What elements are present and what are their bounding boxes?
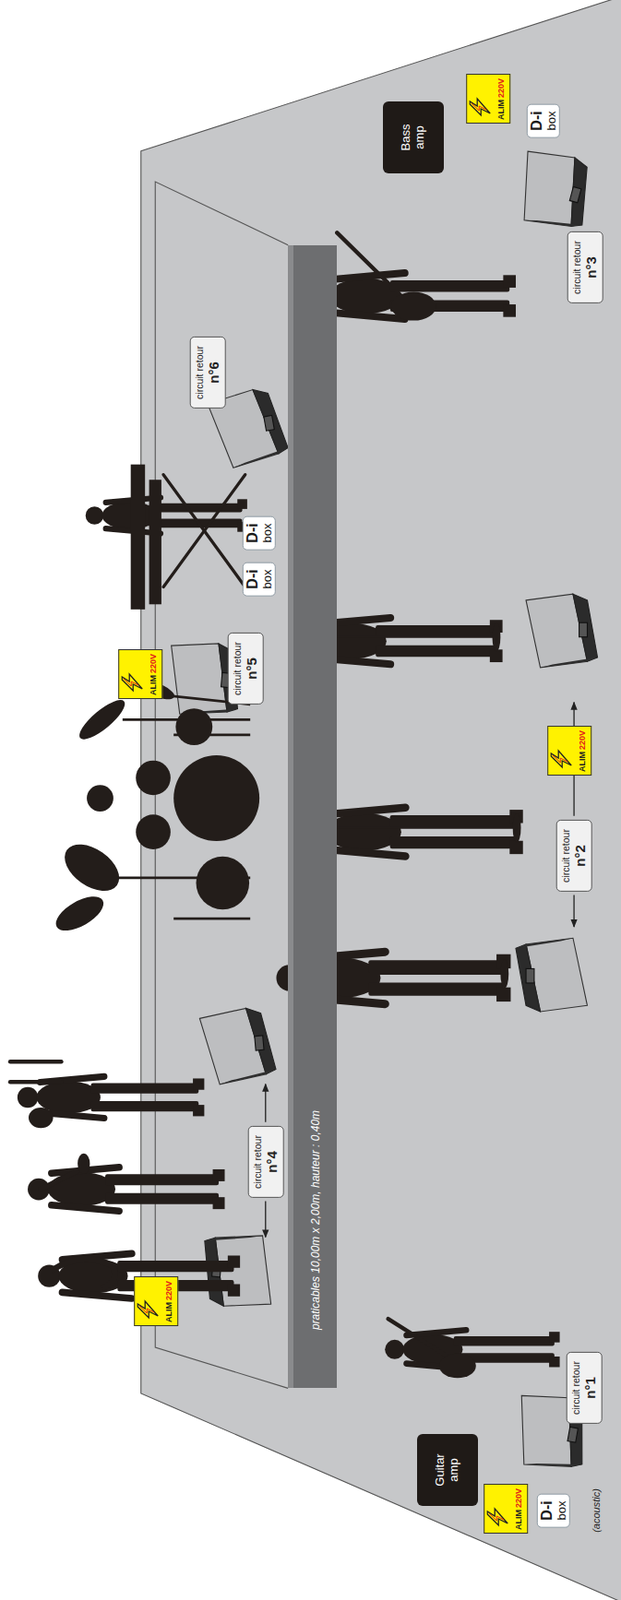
monitor-circuit-label: circuit retourn°5 [226, 632, 263, 705]
note-label: (acoustic) [590, 1489, 602, 1534]
amplifier-box: Bass amp [382, 101, 444, 174]
lightning-icon [120, 668, 144, 696]
leader-arrow [573, 895, 574, 928]
mic-stand-base [492, 622, 502, 652]
stage-drawing [10, 0, 621, 1600]
box-label: 220V [513, 1489, 524, 1509]
monitor-circuit-label: circuit retourn°2 [556, 820, 593, 893]
trumpet-bell [77, 1154, 90, 1175]
drum-kit [50, 675, 260, 939]
circuit-label: circuit retour [230, 642, 243, 696]
leader-arrow [264, 1202, 266, 1239]
mic-stand [307, 827, 519, 830]
box-label: D-i [245, 523, 262, 543]
monitor-circuit-label: circuit retourn°4 [247, 1126, 284, 1199]
power-outlet-box: ALIM220V [134, 1277, 180, 1327]
wedge-monitor [165, 640, 243, 720]
circuit-label: circuit retour [571, 240, 584, 295]
box-label: ALIM [165, 1302, 175, 1324]
box-label: 220V [165, 1281, 175, 1302]
trombone-slide [10, 1060, 61, 1064]
lightning-icon [468, 92, 491, 120]
box-label: D-i [539, 1502, 556, 1522]
box-label: Bass amp [399, 124, 428, 152]
box-label: ALIM [513, 1510, 524, 1531]
circuit-number: n°5 [242, 642, 260, 696]
box-label: box [555, 1502, 569, 1522]
power-outlet-box: ALIM220V [547, 726, 592, 777]
box-label: 220V [577, 730, 587, 751]
guitar-body [439, 1354, 477, 1380]
box-label: ALIM [496, 99, 506, 120]
keyboard [131, 465, 145, 610]
mic-stand-base [513, 813, 522, 843]
power-outlet-box: ALIM220V [118, 649, 163, 700]
wedge-monitor [525, 594, 598, 669]
di-box: D-ibox [526, 103, 561, 138]
circuit-label: circuit retour [192, 346, 205, 400]
circuit-number: n°4 [262, 1135, 280, 1190]
leader-arrow [264, 1085, 266, 1123]
circuit-number: n°6 [204, 346, 222, 400]
monitor-circuit-label: circuit retourn°1 [566, 1353, 603, 1426]
wedge-monitor [515, 938, 587, 1013]
outlet-text-row: ALIM220V [143, 654, 160, 696]
keyboard-stand [163, 475, 246, 588]
box-label: Guitar amp [433, 1454, 462, 1487]
bass-neck [336, 232, 404, 299]
guitar-neck [388, 1319, 450, 1359]
circuit-label: circuit retour [570, 1362, 583, 1417]
circuit-number: n°3 [583, 240, 600, 295]
stage-floor [141, 0, 621, 1600]
riser-band: praticables 10,00m x 2,00m, hauteur : 0,… [287, 245, 337, 1390]
mic-stand-base [500, 959, 509, 989]
box-label: box [261, 523, 275, 543]
outlet-text-row: ALIM220V [490, 78, 508, 120]
monitor-circuit-label: circuit retourn°6 [189, 336, 226, 409]
trombone-bell [28, 1108, 54, 1129]
power-outlet-box: ALIM220V [465, 73, 511, 124]
wedge-monitor [199, 1006, 277, 1087]
box-label: D-i [245, 569, 262, 589]
box-label: box [261, 569, 275, 589]
lightning-icon [549, 744, 573, 773]
box-label: box [544, 110, 558, 131]
back-line [155, 181, 288, 1389]
box-label: ALIM [148, 675, 158, 696]
box-label: 220V [496, 78, 506, 98]
di-box: D-ibox [242, 561, 276, 597]
box-label: ALIM [577, 752, 587, 773]
outlet-text-row: ALIM220V [572, 730, 589, 773]
keyboard-stand [163, 475, 246, 588]
trumpet [40, 1169, 82, 1190]
amplifier-box: Guitar amp [417, 1434, 478, 1507]
circuit-number: n°1 [581, 1362, 598, 1417]
circuit-label: circuit retour [560, 829, 573, 884]
musician-silhouette [27, 1168, 225, 1212]
wedge-monitor [510, 145, 598, 236]
trombone-slide [10, 1080, 61, 1085]
keyboard [149, 479, 162, 605]
lightning-icon [137, 1295, 160, 1324]
box-label: 220V [148, 654, 158, 674]
outlet-text-row: ALIM220V [508, 1489, 526, 1531]
power-outlet-box: ALIM220V [483, 1484, 528, 1535]
circuit-label: circuit retour [250, 1135, 263, 1190]
outlet-text-row: ALIM220V [159, 1281, 177, 1324]
bass-body [391, 292, 437, 322]
di-box: D-ibox [537, 1494, 571, 1529]
saxophone [50, 1259, 115, 1289]
box-label: D-i [529, 110, 546, 131]
riser-dimensions: praticables 10,00m x 2,00m, hauteur : 0,… [309, 1110, 323, 1331]
circuit-number: n°2 [571, 829, 588, 884]
monitor-circuit-label: circuit retourn°3 [567, 231, 604, 304]
di-box: D-ibox [242, 515, 276, 550]
lightning-icon [486, 1503, 509, 1531]
